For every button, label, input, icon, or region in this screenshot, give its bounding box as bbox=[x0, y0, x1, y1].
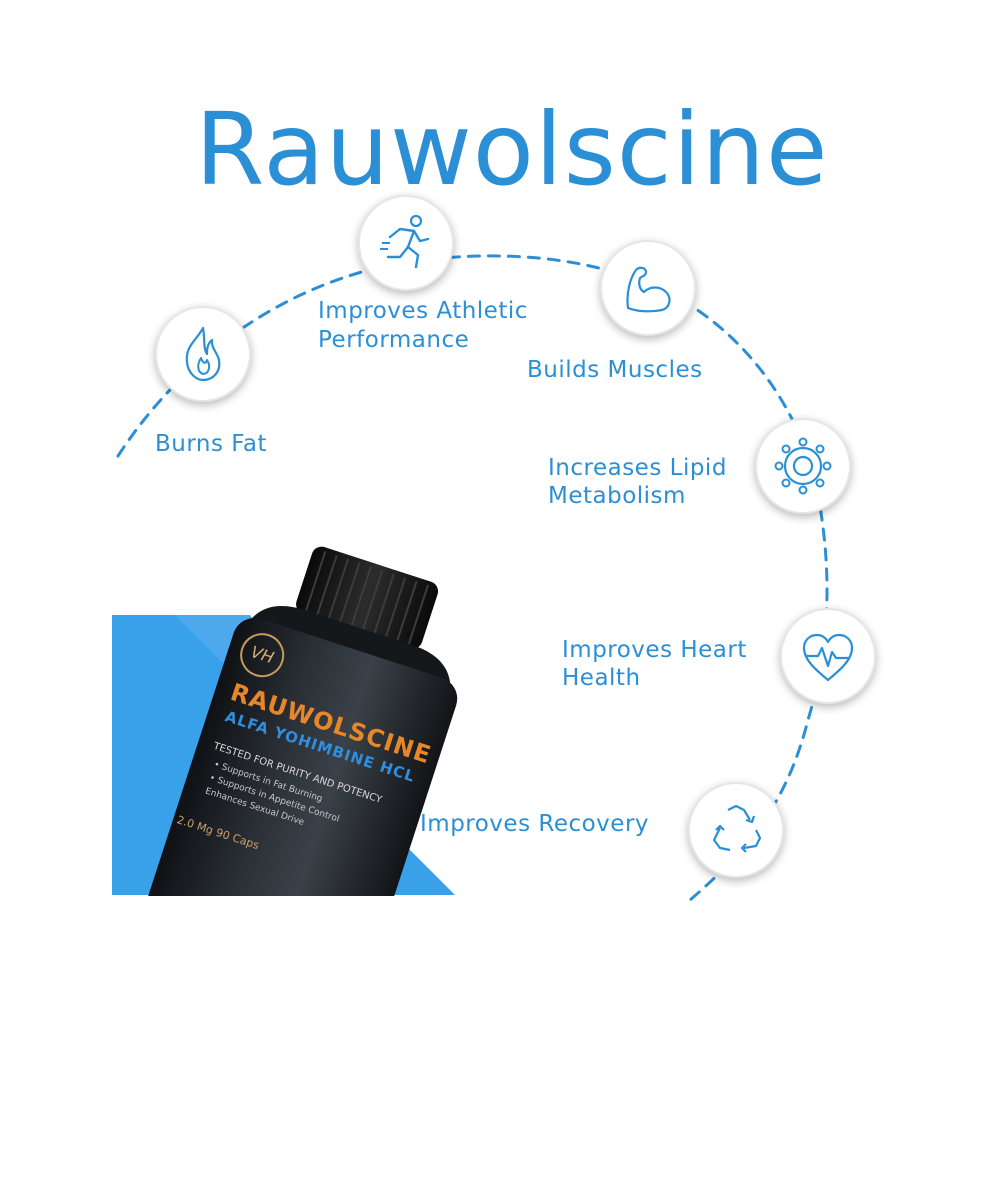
infographic: Rauwolscine Burns Fat Improves Athletic … bbox=[0, 91, 876, 1000]
crop-mask-bottom bbox=[0, 896, 460, 1000]
muscles-badge bbox=[600, 240, 696, 336]
page-title: Rauwolscine bbox=[195, 91, 829, 208]
recycle-icon bbox=[712, 804, 762, 853]
muscles-label: Builds Muscles bbox=[527, 357, 703, 383]
athletic-label-line2: Performance bbox=[318, 327, 470, 353]
crop-mask-left bbox=[0, 600, 112, 900]
flame-icon bbox=[185, 326, 221, 382]
lipid-label-line1: Increases Lipid bbox=[548, 455, 727, 481]
lipid-label-line2: Metabolism bbox=[548, 483, 686, 509]
burns-fat-label: Burns Fat bbox=[155, 431, 268, 457]
athletic-label-line1: Improves Athletic bbox=[318, 298, 528, 324]
molecule-icon bbox=[774, 437, 832, 495]
lipid-badge bbox=[755, 418, 851, 514]
recovery-label: Improves Recovery bbox=[420, 811, 650, 837]
burns-fat-badge bbox=[155, 306, 251, 402]
crop-mask bbox=[455, 952, 575, 1000]
heart-pulse-icon bbox=[802, 633, 854, 682]
heart-label-line2: Health bbox=[562, 665, 641, 691]
heart-label-line1: Improves Heart bbox=[562, 637, 747, 663]
recovery-badge bbox=[688, 782, 784, 878]
runner-icon bbox=[380, 214, 430, 269]
heart-badge bbox=[780, 608, 876, 704]
dose-text: 2.0 Mg 90 Caps bbox=[175, 813, 261, 853]
flexed-arm-icon bbox=[626, 266, 671, 313]
brand-logo: VH bbox=[234, 627, 290, 683]
athletic-badge bbox=[358, 195, 454, 291]
